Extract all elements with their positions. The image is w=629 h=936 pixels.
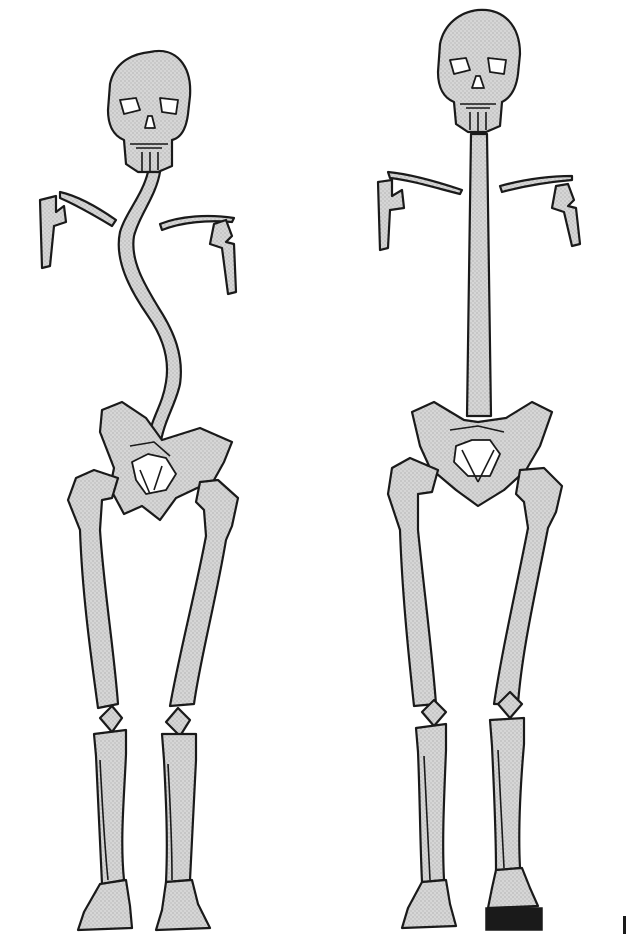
- right-straight-spine: [467, 134, 491, 416]
- left-eye-socket: [120, 98, 140, 114]
- left-skull: [108, 51, 190, 172]
- left-femur: [68, 470, 118, 708]
- left-clavicle: [60, 192, 116, 226]
- right-skeleton: [378, 10, 580, 930]
- right-lower-leg: [490, 718, 524, 870]
- right-femur: [494, 468, 562, 704]
- right-eye-socket: [450, 58, 470, 74]
- right-upper-arm: [552, 184, 580, 246]
- left-upper-arm: [210, 220, 236, 294]
- right-skull: [438, 10, 520, 132]
- left-femur: [170, 480, 238, 706]
- right-eye-socket: [488, 58, 506, 74]
- left-kneecap: [166, 708, 190, 736]
- right-upper-arm: [378, 180, 404, 250]
- edge-mark: [623, 916, 626, 934]
- right-femur: [388, 458, 438, 706]
- left-kneecap: [100, 706, 122, 732]
- left-lower-leg: [162, 734, 196, 882]
- left-lower-leg: [94, 730, 126, 884]
- left-upper-arm: [40, 196, 66, 268]
- left-eye-socket: [160, 98, 178, 114]
- right-lower-leg: [416, 724, 446, 882]
- left-skeleton: [40, 51, 238, 930]
- right-foot: [488, 868, 538, 908]
- heel-lift-block: [486, 908, 542, 930]
- left-foot: [78, 880, 132, 930]
- right-foot: [402, 880, 456, 928]
- left-foot: [156, 880, 210, 930]
